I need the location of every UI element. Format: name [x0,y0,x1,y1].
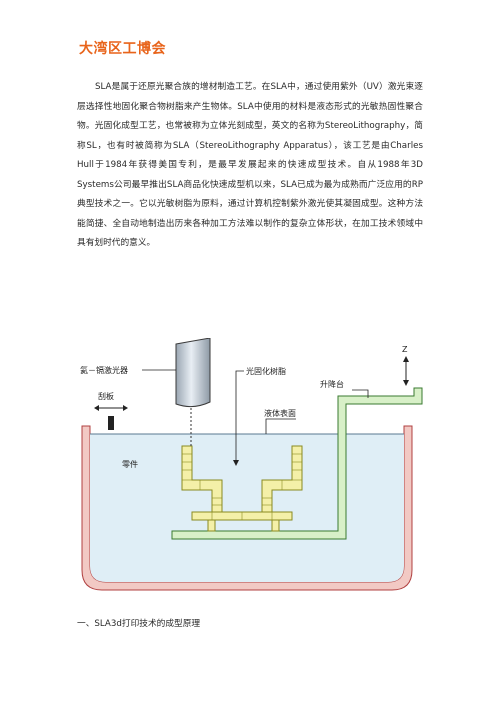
elevator-platform [171,387,423,540]
resin-liquid [90,434,404,582]
sla-diagram: 氦－镉激光器 刮板 光固化树脂 升降台 液体表面 零件 Z [76,338,436,608]
platform-leader [352,389,369,398]
label-scraper: 刮板 [98,391,114,401]
label-z-axis: Z [402,345,408,354]
label-surface: 液体表面 [264,408,296,418]
label-laser: 氦－镉激光器 [80,365,128,375]
part-leg-left [207,519,216,532]
label-resin: 光固化树脂 [246,366,286,376]
page-title: 大湾区工博会 [79,41,166,57]
section-heading: 一、SLA3d打印技术的成型原理 [77,619,201,629]
body-paragraph: SLA是属于还原光聚合族的增材制造工艺。在SLA中，通过使用紫外（UV）激光束逐… [77,82,423,248]
resin-leader [235,370,244,462]
part-left-column [181,445,223,513]
label-part: 零件 [122,459,138,469]
laser-head [175,338,211,408]
part-leg-right [271,519,280,532]
part-right-column [261,445,303,513]
scraper [108,416,114,430]
surface-leader [265,418,296,434]
label-platform: 升降台 [320,379,344,389]
